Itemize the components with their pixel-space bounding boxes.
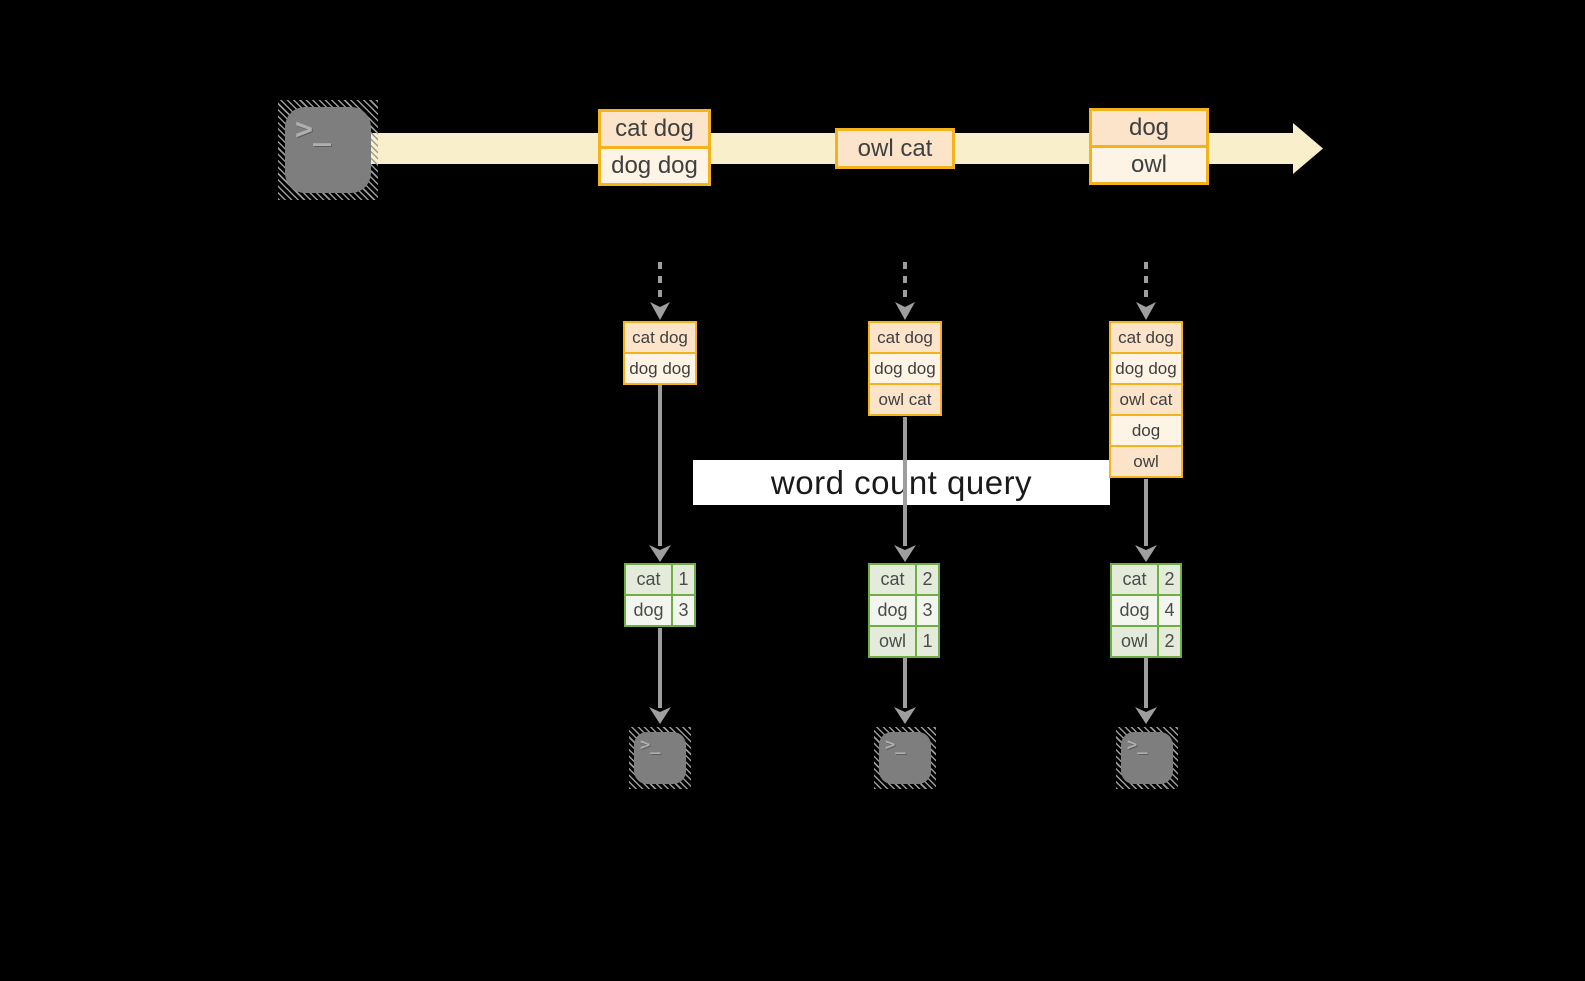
count-word: owl bbox=[1112, 627, 1157, 656]
stack-record: dog dog bbox=[1111, 354, 1181, 383]
query-banner: word count query bbox=[693, 460, 1110, 505]
stream-record: dog dog bbox=[601, 149, 708, 183]
count-word: dog bbox=[1112, 596, 1157, 625]
terminal-prompt-icon: >_ bbox=[1127, 735, 1148, 755]
stream-record: cat dog bbox=[601, 112, 708, 146]
count-word: cat bbox=[1112, 565, 1157, 594]
count-value: 3 bbox=[917, 596, 938, 625]
stream-record: dog bbox=[1092, 111, 1206, 145]
stack-record: cat dog bbox=[870, 323, 940, 352]
source-terminal-icon: >_ bbox=[278, 100, 378, 200]
count-table-col1: cat 1 dog 3 bbox=[624, 563, 696, 627]
terminal-prompt-icon: >_ bbox=[295, 112, 332, 147]
count-value: 1 bbox=[917, 627, 938, 656]
terminal-screen bbox=[285, 107, 371, 193]
stack-record: cat dog bbox=[625, 323, 695, 352]
sink-arrow-col1 bbox=[649, 628, 671, 724]
count-word: dog bbox=[626, 596, 671, 625]
sink-arrow-col2 bbox=[894, 658, 916, 724]
count-value: 2 bbox=[917, 565, 938, 594]
query-arrow-col1 bbox=[649, 385, 671, 562]
terminal-screen bbox=[634, 732, 686, 784]
count-value: 2 bbox=[1159, 627, 1180, 656]
query-arrow-col2 bbox=[894, 417, 916, 562]
stack-record: owl cat bbox=[1111, 385, 1181, 414]
stream-record: owl bbox=[1092, 148, 1206, 182]
query-arrow-col3 bbox=[1135, 479, 1157, 562]
stack-record: dog dog bbox=[625, 354, 695, 383]
count-word: cat bbox=[626, 565, 671, 594]
stack-record: dog bbox=[1111, 416, 1181, 445]
count-word: dog bbox=[870, 596, 915, 625]
count-word: owl bbox=[870, 627, 915, 656]
count-value: 3 bbox=[673, 596, 694, 625]
count-table-col2: cat 2 dog 3 owl 1 bbox=[868, 563, 940, 658]
dashed-arrow-col3 bbox=[1136, 262, 1156, 320]
dashed-arrow-col1 bbox=[650, 262, 670, 320]
record-stack-col1: cat dog dog dog bbox=[623, 321, 697, 385]
terminal-screen bbox=[879, 732, 931, 784]
count-value: 1 bbox=[673, 565, 694, 594]
stream-event-2: owl cat bbox=[835, 128, 955, 169]
count-value: 4 bbox=[1159, 596, 1180, 625]
sink-terminal-icon-col2: >_ bbox=[874, 727, 936, 789]
stream-record: owl cat bbox=[838, 131, 952, 166]
count-table-col3: cat 2 dog 4 owl 2 bbox=[1110, 563, 1182, 658]
query-banner-label: word count query bbox=[770, 463, 1033, 501]
stack-record: dog dog bbox=[870, 354, 940, 383]
stack-record: cat dog bbox=[1111, 323, 1181, 352]
record-stack-col3: cat dog dog dog owl cat dog owl bbox=[1109, 321, 1183, 478]
sink-terminal-icon-col1: >_ bbox=[629, 727, 691, 789]
stack-record: owl bbox=[1111, 447, 1181, 476]
dashed-arrow-col2 bbox=[895, 262, 915, 320]
terminal-screen bbox=[1121, 732, 1173, 784]
count-value: 2 bbox=[1159, 565, 1180, 594]
stream-event-1: cat dog dog dog bbox=[598, 109, 711, 186]
terminal-prompt-icon: >_ bbox=[885, 735, 906, 755]
record-stack-col2: cat dog dog dog owl cat bbox=[868, 321, 942, 416]
count-word: cat bbox=[870, 565, 915, 594]
stream-event-3: dog owl bbox=[1089, 108, 1209, 185]
sink-arrow-col3 bbox=[1135, 658, 1157, 724]
stack-record: owl cat bbox=[870, 385, 940, 414]
sink-terminal-icon-col3: >_ bbox=[1116, 727, 1178, 789]
terminal-prompt-icon: >_ bbox=[640, 735, 661, 755]
